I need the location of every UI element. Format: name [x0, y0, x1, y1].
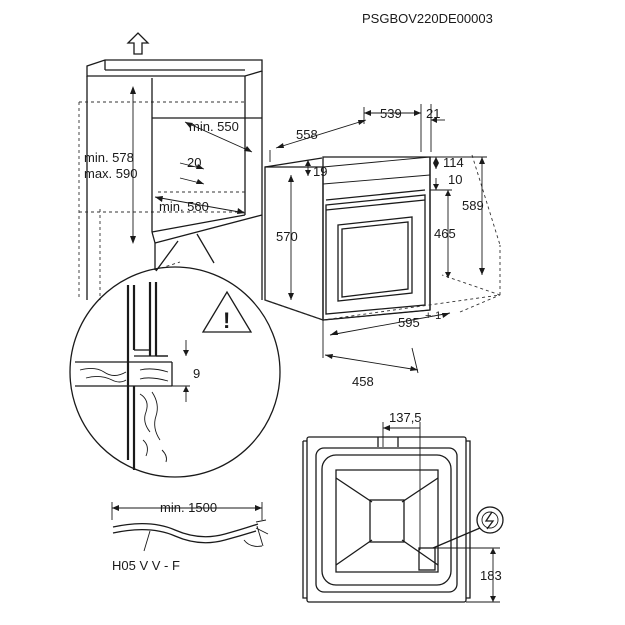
cable-length: min. 1500	[160, 500, 217, 515]
oven-width: 595	[398, 315, 420, 330]
oven-door-depth: 21	[426, 106, 440, 121]
niche-height-min: min. 578	[84, 150, 134, 165]
niche-depth-dimension: min. 560	[154, 196, 246, 214]
cable-type: H05 V V - F	[112, 558, 180, 573]
niche-height-max: max. 590	[84, 166, 137, 181]
oven-bottom-depth: 458	[352, 374, 374, 389]
up-arrow-icon	[126, 32, 150, 55]
back-offset-y-dimension: 183	[420, 547, 502, 603]
niche-gap: 20	[187, 155, 201, 170]
oven-total-height: 589	[462, 198, 484, 213]
oven-front-offset-dimension: 19	[305, 160, 327, 179]
oven-inner-height-dimension: 465	[434, 190, 456, 278]
niche-width-min: min. 550	[189, 119, 239, 134]
oven-width-dimension: 595 +-1	[329, 310, 451, 336]
oven-cabinet-outline	[264, 154, 501, 321]
warning-icon: !	[201, 290, 253, 333]
oven-total-height-dimension: 589	[430, 156, 487, 275]
oven-front-height: 570	[276, 229, 298, 244]
back-offset-x-dimension: 137,5	[382, 410, 422, 550]
oven-front-offset: 19	[313, 164, 327, 179]
power-socket-icon	[432, 506, 504, 549]
oven-depth: 558	[296, 127, 318, 142]
cable-length-dimension: min. 1500	[111, 500, 263, 520]
oven-inner-height: 465	[434, 226, 456, 241]
document-code: PSGBOV220DE00003	[362, 11, 493, 26]
back-offset-y: 183	[480, 568, 502, 583]
detail-offset: 9	[193, 366, 200, 381]
oven-top-gap: 10	[448, 172, 462, 187]
oven-top-offset: 114	[443, 155, 464, 170]
detail-circle: 9	[69, 266, 281, 478]
oven-body-depth: 539	[380, 106, 402, 121]
niche-depth-min: min. 560	[159, 199, 209, 214]
oven-depth-dimension: 558	[269, 107, 367, 162]
cabinet-niche	[78, 59, 263, 300]
detail-callout	[155, 233, 215, 272]
niche-width-dimension: min. 550	[184, 119, 253, 153]
oven-bottom-depth-dimension: 458	[322, 320, 419, 389]
back-offset-x: 137,5	[389, 410, 422, 425]
warning-symbol: !	[223, 308, 230, 333]
niche-gap-dimension: 20	[179, 155, 205, 185]
oven-body-depth-dimension: 539 21	[364, 104, 445, 152]
cable-drawing: H05 V V - F	[112, 519, 269, 573]
oven-top-offset-dimension: 114 10	[430, 155, 464, 191]
oven-front-height-dimension: 570	[276, 175, 298, 300]
oven-width-tolerance: +-1	[425, 310, 441, 322]
back-view	[302, 436, 471, 603]
niche-height-dimension: min. 578 max. 590	[84, 86, 137, 244]
